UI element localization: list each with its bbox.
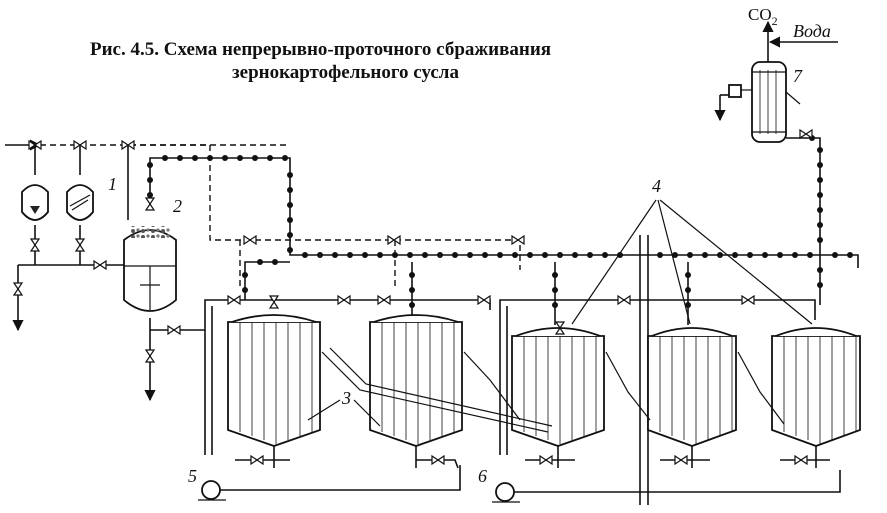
caption-line-1: Рис. 4.5. Схема непрерывно-проточного сб… xyxy=(90,39,551,60)
co2-line-beads xyxy=(147,135,853,308)
fermenter-1 xyxy=(227,314,321,447)
condenser xyxy=(714,61,801,143)
co2-label: CO2 xyxy=(748,5,778,28)
valves xyxy=(12,128,813,466)
dashed-feed-lines xyxy=(40,144,521,290)
drain-outlets xyxy=(235,446,830,469)
label-1: 1 xyxy=(108,174,117,194)
leader-3b xyxy=(353,399,381,427)
label-5: 5 xyxy=(188,466,197,486)
leaders-4 xyxy=(571,199,813,325)
fermenter-5 xyxy=(771,327,861,447)
head-fermenter xyxy=(123,226,177,312)
seed-vessel-a xyxy=(21,184,49,221)
fermenter-4 xyxy=(647,327,737,447)
pump-5 xyxy=(198,480,226,501)
water-label: Вода xyxy=(793,21,831,41)
pump-6 xyxy=(492,482,520,503)
label-3: 3 xyxy=(341,388,351,408)
seed-vessel-b xyxy=(66,184,94,221)
caption-line-2: зернокартофельного сусла xyxy=(232,62,459,83)
transfer-pipes xyxy=(321,347,785,433)
fermenter-3 xyxy=(511,327,605,447)
label-6: 6 xyxy=(478,466,487,486)
label-2: 2 xyxy=(173,196,182,216)
leader-3a xyxy=(307,399,341,421)
label-7: 7 xyxy=(793,66,803,86)
label-4: 4 xyxy=(652,176,661,196)
fermenter-2 xyxy=(369,314,463,447)
